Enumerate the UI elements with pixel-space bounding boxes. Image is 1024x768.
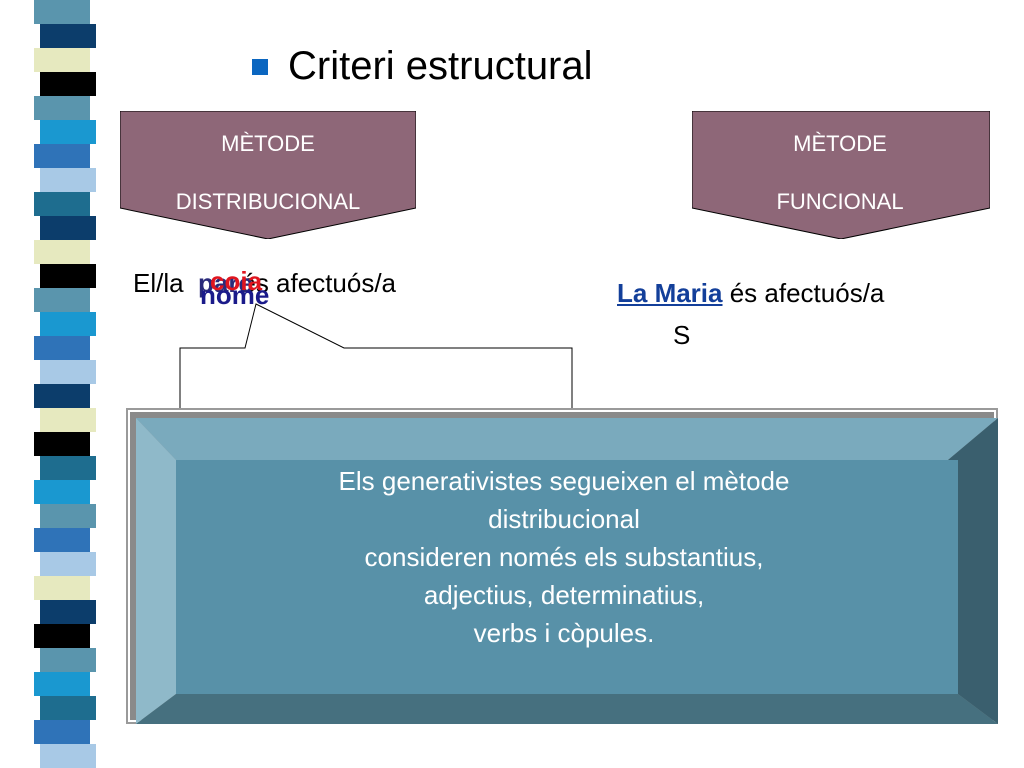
stripe-segment: [34, 192, 90, 216]
stripe-pattern: [34, 0, 96, 768]
stripe-segment: [34, 624, 90, 648]
stripe-segment: [40, 648, 96, 672]
stripe-segment: [34, 384, 90, 408]
stripe-segment: [40, 552, 96, 576]
stripe-segment: [40, 120, 96, 144]
stripe-segment: [34, 528, 90, 552]
method-label: MÈTODE: [793, 131, 887, 156]
stripe-segment: [40, 312, 96, 336]
method-name: FUNCIONAL: [776, 189, 904, 214]
box-line: distribucional: [488, 504, 640, 534]
stripe-segment: [40, 72, 96, 96]
stripe-segment: [34, 288, 90, 312]
stripe-segment: [40, 216, 96, 240]
slide-title: Criteri estructural: [288, 44, 593, 88]
stripe-segment: [40, 744, 96, 768]
stripe-segment: [34, 240, 90, 264]
box-line: consideren només els substantius,: [364, 542, 764, 572]
stripe-segment: [40, 504, 96, 528]
stripe-segment: [34, 0, 90, 24]
stripe-segment: [40, 168, 96, 192]
box-line: adjectius, determinatius,: [423, 580, 705, 610]
decorative-stripe: [30, 0, 102, 768]
stripe-segment: [34, 672, 90, 696]
method-functional-banner: MÈTODE FUNCIONAL: [692, 111, 990, 239]
title-row: Criteri estructural: [252, 44, 593, 89]
method-name: DISTRIBUCIONAL: [175, 189, 361, 214]
stripe-segment: [40, 24, 96, 48]
stripe-segment: [40, 408, 96, 432]
pentagon-shape: [120, 111, 416, 239]
stripe-segment: [40, 696, 96, 720]
functional-example-sentence: La Maria és afectuós/a: [617, 278, 884, 309]
stripe-segment: [40, 360, 96, 384]
bevel-box: [126, 408, 998, 724]
box-line: verbs i còpules.: [473, 618, 655, 648]
method-distributional-banner: MÈTODE DISTRIBUCIONAL: [120, 111, 416, 239]
stripe-segment: [34, 48, 90, 72]
bullet-square-icon: [252, 58, 268, 75]
box-line: Els generativistes segueixen el mètode: [338, 466, 790, 496]
stripe-segment: [40, 264, 96, 288]
stripe-segment: [40, 600, 96, 624]
subject-link[interactable]: La Maria: [617, 278, 723, 308]
stripe-segment: [34, 336, 90, 360]
stripe-segment: [34, 144, 90, 168]
stripe-segment: [34, 96, 90, 120]
stripe-segment: [34, 480, 90, 504]
stripe-segment: [40, 456, 96, 480]
box-text: Els generativistes segueixen el mètode d…: [176, 462, 952, 652]
stripe-segment: [34, 720, 90, 744]
substitution-word: nome: [200, 280, 270, 310]
pentagon-shape: [692, 111, 990, 239]
subject-label: S: [673, 320, 691, 350]
distributional-example-sentence: El/la és afectuós/a: [133, 268, 397, 298]
stripe-segment: [34, 576, 90, 600]
stripe-segment: [34, 432, 90, 456]
method-label: MÈTODE: [221, 131, 315, 156]
substitution-word: coia: [210, 266, 263, 296]
predicate-text: és afectuós/a: [722, 278, 885, 308]
substitution-word: pare: [198, 268, 253, 298]
